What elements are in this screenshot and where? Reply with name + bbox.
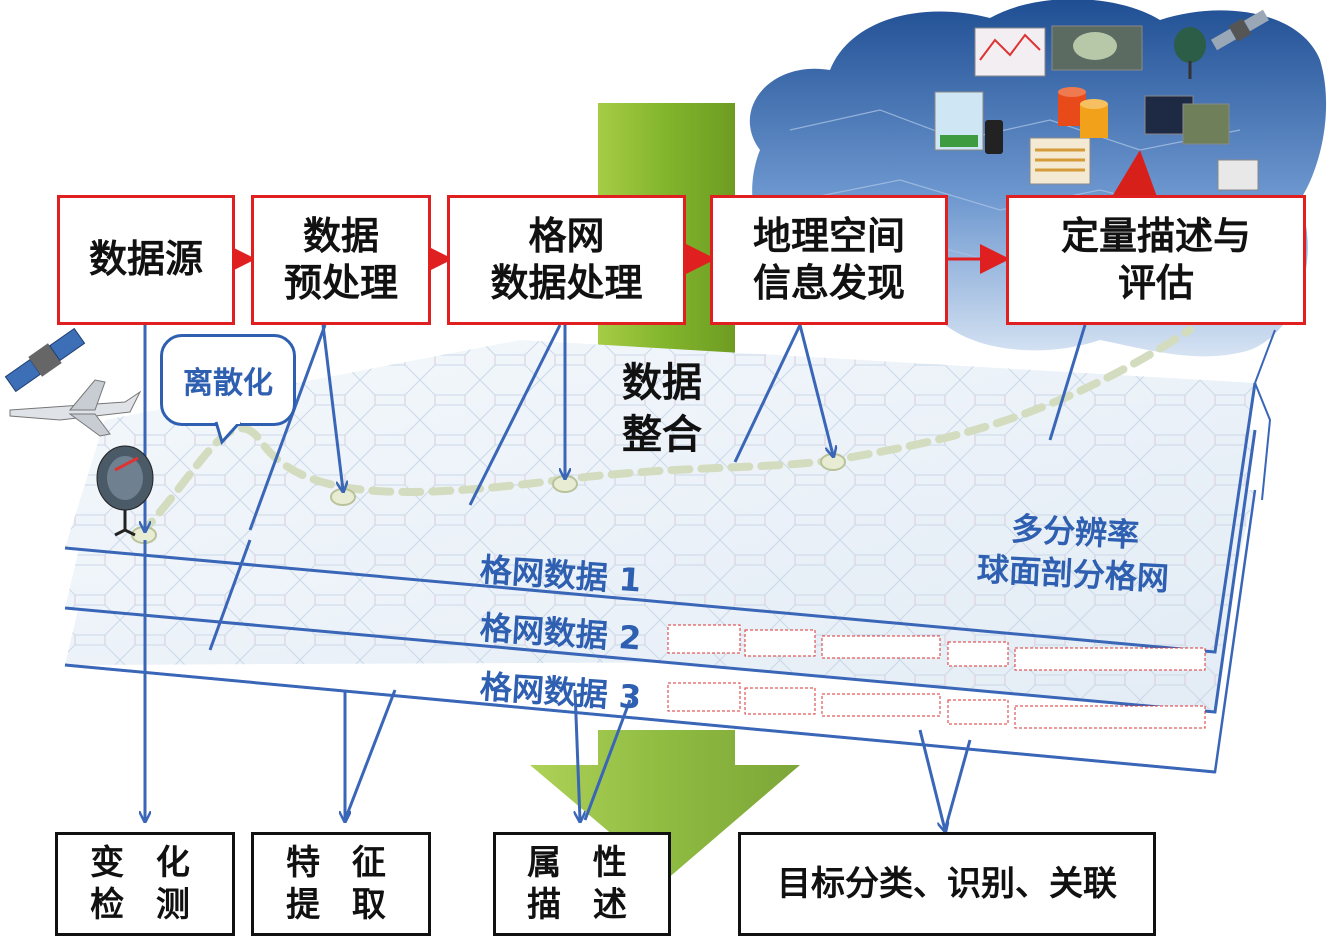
output-attribute-description: 属 性 描 述 [493, 832, 671, 936]
satellite-icon [1211, 9, 1269, 51]
step-grid-processing: 格网 数据处理 [447, 195, 686, 325]
image-thumbnail-icon [934, 25, 1259, 191]
step-preprocessing-line2: 预处理 [283, 261, 398, 305]
output-classification-line1: 目标分类、识别、关联 [777, 863, 1117, 904]
step-data-source: 数据源 [57, 195, 235, 325]
step-quantitative-evaluation-line2: 评估 [1117, 261, 1194, 305]
integration-label: 数据 整合 [622, 357, 702, 461]
output-classification: 目标分类、识别、关联 [738, 832, 1156, 936]
output-change-detection-line2: 检 测 [90, 885, 200, 925]
step-grid-processing-line1: 格网 [528, 213, 605, 258]
airplane-icon [9, 379, 142, 437]
mini-pipeline-layer-2 [667, 624, 1206, 671]
output-change-detection: 变 化 检 测 [55, 832, 235, 936]
integration-label-line2: 整合 [622, 412, 702, 458]
discretization-callout: 离散化 [160, 334, 296, 426]
radar-dish-icon [1174, 27, 1206, 79]
grid-layer-1 [64, 329, 1276, 654]
output-feature-extraction-line1: 特 征 [286, 842, 396, 883]
output-feature-extraction: 特 征 提 取 [251, 832, 431, 936]
output-feature-extraction-line2: 提 取 [286, 885, 396, 925]
grid-to-output-lines [145, 539, 972, 830]
step-quantitative-evaluation-line1: 定量描述与 [1060, 213, 1251, 258]
step-grid-processing-line2: 数据处理 [490, 261, 643, 305]
red-arrow-shape [1110, 150, 1160, 205]
output-attribute-description-line2: 描 述 [527, 885, 637, 925]
step-data-source-line1: 数据源 [88, 237, 203, 282]
radar-dish-icon [96, 445, 154, 537]
database-icon [1058, 87, 1108, 138]
step-preprocessing: 数据 预处理 [251, 195, 431, 325]
step-geo-discovery: 地理空间 信息发现 [710, 195, 948, 325]
step-geo-discovery-line2: 信息发现 [752, 261, 905, 305]
satellite-icon [4, 327, 86, 393]
step-quantitative-evaluation: 定量描述与 评估 [1006, 195, 1306, 325]
multi-resolution-label: 多分辨率 球面剖分格网 [976, 507, 1172, 600]
step-geo-discovery-line1: 地理空间 [752, 213, 905, 258]
callout-tail [214, 420, 242, 445]
step-preprocessing-line1: 数据 [302, 213, 379, 258]
integration-label-line1: 数据 [622, 360, 702, 406]
mini-pipeline-layer-3 [667, 682, 1206, 729]
discretization-text: 离散化 [183, 366, 273, 401]
output-attribute-description-line1: 属 性 [527, 842, 637, 883]
output-change-detection-line1: 变 化 [90, 842, 200, 883]
